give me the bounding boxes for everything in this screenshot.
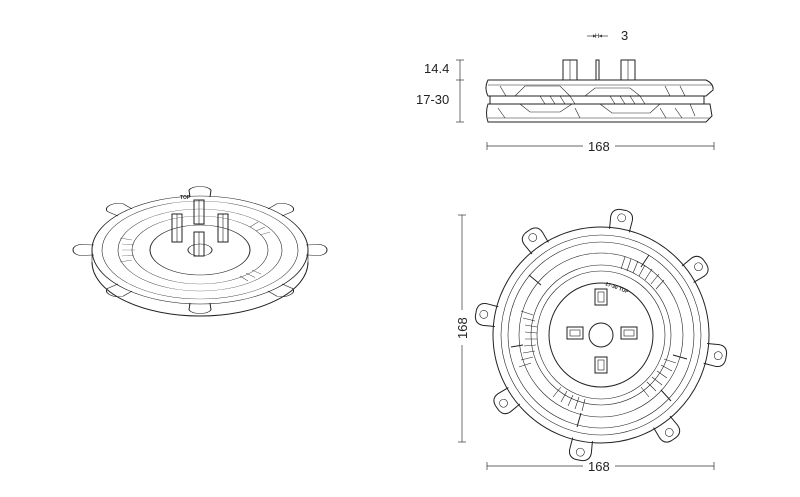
gap-dimension-label: 3 [621, 28, 628, 43]
gap-dimension: H 3 [587, 28, 628, 43]
side-elevation-view: H 3 14.4 17-30 168 [416, 28, 715, 154]
side-width-dimension: 168 [486, 139, 715, 154]
iso-top-mark: TOP [180, 195, 191, 201]
side-ribs [497, 85, 696, 119]
ratchet-ring [510, 252, 688, 428]
iso-spacer-cross [171, 199, 229, 257]
head-height-label: 14.4 [424, 61, 449, 76]
rim-tab [474, 302, 499, 327]
height-dimension: 14.4 17-30 [416, 59, 464, 123]
plan-width-label: 168 [588, 459, 610, 474]
rim-tab [609, 208, 634, 233]
rim-tab [493, 387, 521, 415]
plan-height-dimension: 168 [455, 214, 470, 443]
gap-marker: H [595, 34, 599, 40]
rim-tab [568, 437, 593, 462]
plan-view: 17-30 TOP [474, 208, 728, 462]
plan-top-mark: 17-30 TOP [604, 281, 630, 295]
adjust-range-label: 17-30 [416, 92, 449, 107]
rim-tab [653, 415, 681, 443]
rim-tab [703, 343, 728, 368]
rim-tab [521, 227, 549, 255]
central-hub: 17-30 TOP [548, 281, 654, 388]
plan-height-label: 168 [455, 317, 470, 339]
outer-rim [474, 208, 728, 462]
rim-tab [681, 255, 709, 283]
isometric-view: TOP [72, 186, 328, 317]
spacer-tabs [562, 59, 636, 81]
side-width-label: 168 [588, 139, 610, 154]
plan-width-dimension: 168 [486, 459, 715, 474]
